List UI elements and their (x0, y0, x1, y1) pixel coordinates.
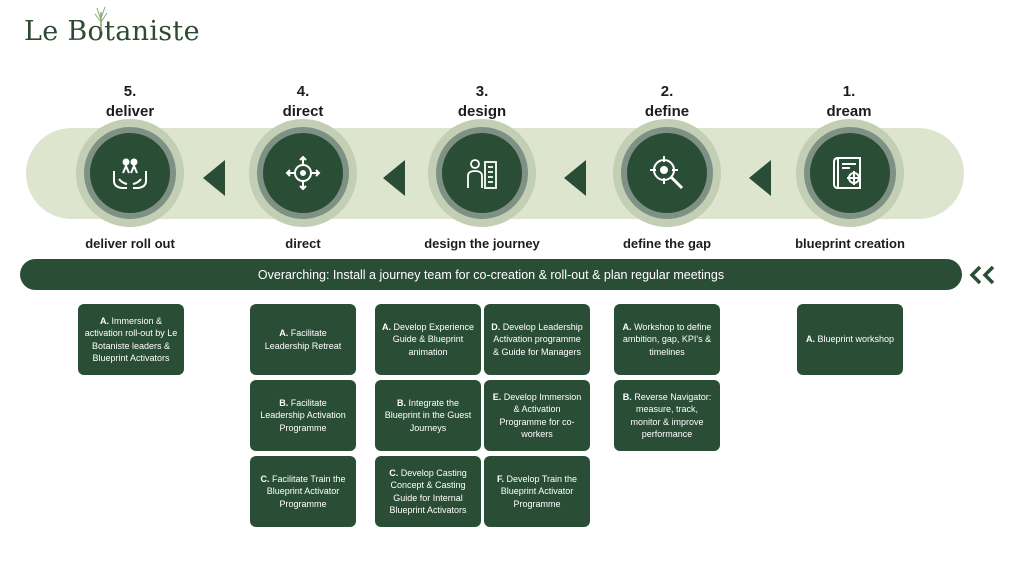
task-letter: A. (99, 315, 109, 326)
task-text: Immersion & activation roll-out by Le Bo… (84, 315, 178, 364)
phase-circle-direct (249, 119, 357, 227)
phase-number: 3. (475, 83, 489, 100)
task-letter: A. (279, 328, 289, 338)
people-building-icon (467, 159, 497, 189)
hands-people-icon (113, 158, 147, 189)
phase-circle-dream (796, 119, 904, 227)
phase-name: direct (282, 103, 324, 120)
task-text: Facilitate Leadership Retreat (264, 328, 342, 351)
phase-number: 2. (660, 83, 674, 100)
phase-heading-dream: 1. dream (779, 82, 919, 122)
brand-logo: Le Botaniste (24, 16, 200, 47)
arrow-left-icon (564, 160, 586, 196)
task-text: Develop Experience Guide & Blueprint ani… (392, 321, 475, 357)
task-text: Facilitate Train the Blueprint Activator… (266, 473, 346, 509)
task-design-b: B. Integrate the Blueprint in the Guest … (375, 380, 481, 451)
task-text: Reverse Navigator: measure, track, monit… (630, 391, 712, 440)
phase-heading-direct: 4. direct (233, 82, 373, 122)
task-text: Blueprint workshop (817, 334, 895, 345)
phase-subtitle-deliver: deliver roll out (85, 236, 175, 251)
overarching-text: Overarching: Install a journey team for … (257, 267, 725, 282)
arrow-left-icon (203, 160, 225, 196)
task-design-d: D. Develop Leadership Activation program… (484, 304, 590, 375)
phase-heading-deliver: 5. deliver (60, 82, 200, 122)
phase-name: dream (826, 103, 872, 120)
task-letter: F. (496, 473, 504, 484)
phase-subtitle-dream: blueprint creation (795, 236, 905, 251)
task-direct-b: B. Facilitate Leadership Activation Prog… (250, 380, 356, 451)
task-text: Workshop to define ambition, gap, KPI's … (622, 321, 712, 357)
task-text: Develop Train the Blueprint Activator Pr… (500, 473, 578, 509)
phase-subtitle-design: design the journey (424, 236, 540, 251)
task-text: Develop Leadership Activation programme … (492, 321, 583, 357)
task-text: Facilitate Leadership Activation Program… (260, 397, 346, 433)
task-direct-c: C. Facilitate Train the Blueprint Activa… (250, 456, 356, 527)
task-letter: E. (492, 391, 502, 402)
task-design-c: C. Develop Casting Concept & Casting Gui… (375, 456, 481, 527)
crosshair-arrows-icon (285, 155, 321, 191)
phase-circle-define (613, 119, 721, 227)
phase-number: 1. (842, 83, 856, 100)
overarching-bar: Overarching: Install a journey team for … (20, 259, 962, 290)
target-magnifier-icon (650, 156, 684, 190)
task-letter: A. (622, 321, 632, 332)
phase-number: 5. (123, 83, 137, 100)
task-letter: C. (389, 467, 399, 478)
task-letter: A. (805, 334, 815, 345)
task-letter: C. (260, 473, 270, 484)
task-letter: A. (381, 321, 391, 332)
task-text: Integrate the Blueprint in the Guest Jou… (384, 397, 472, 433)
task-dream-a: A. Blueprint workshop (797, 304, 903, 375)
task-letter: B. (622, 391, 632, 402)
phase-circle-deliver (76, 119, 184, 227)
task-letter: B. (396, 397, 406, 408)
phase-name: define (644, 103, 690, 120)
double-chevron-left-icon (969, 265, 995, 285)
task-design-a: A. Develop Experience Guide & Blueprint … (375, 304, 481, 375)
phase-circle-design (428, 119, 536, 227)
task-text: Develop Casting Concept & Casting Guide … (389, 467, 467, 516)
task-deliver-a: A. Immersion & activation roll-out by Le… (78, 304, 184, 375)
brand-name: Le Botaniste (24, 16, 200, 47)
phase-number: 4. (296, 83, 310, 100)
arrow-left-icon (749, 160, 771, 196)
leaf-sprig-icon (94, 6, 108, 32)
task-letter: B. (279, 397, 289, 408)
task-design-e: E. Develop Immersion & Activation Progra… (484, 380, 590, 451)
task-letter: D. (491, 321, 501, 332)
phase-heading-design: 3. design (412, 82, 552, 122)
phase-name: deliver (105, 103, 155, 120)
task-text: Develop Immersion & Activation Programme… (499, 391, 582, 440)
phase-heading-define: 2. define (597, 82, 737, 122)
phase-subtitle-define: define the gap (622, 236, 712, 251)
task-direct-a: A. Facilitate Leadership Retreat (250, 304, 356, 375)
phase-name: design (457, 103, 507, 120)
task-define-a: A. Workshop to define ambition, gap, KPI… (614, 304, 720, 375)
task-design-f: F. Develop Train the Blueprint Activator… (484, 456, 590, 527)
task-define-b: B. Reverse Navigator: measure, track, mo… (614, 380, 720, 451)
arrow-left-icon (383, 160, 405, 196)
phase-subtitle-direct: direct (285, 236, 321, 251)
blueprint-scroll-icon (833, 157, 861, 189)
